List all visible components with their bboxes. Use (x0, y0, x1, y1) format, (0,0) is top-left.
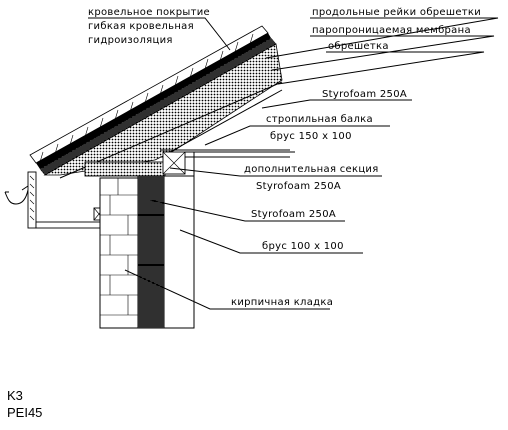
label-extra-section: дополнительная секция (244, 164, 379, 175)
label-rafter-size: брус 150 х 100 (270, 131, 352, 142)
label-membrane-line2: гидроизоляция (88, 35, 173, 46)
gutter (4, 171, 105, 229)
leader-lines (88, 17, 499, 310)
membrane-layer (36, 33, 271, 169)
label-rafter: стропильная балка (266, 114, 373, 125)
label-beam-size: брус 100 х 100 (262, 241, 344, 252)
roof-tiles (39, 33, 254, 163)
label-styrofoam-mid: Styrofoam 250A (256, 181, 341, 192)
styrofoam-joints (138, 214, 164, 266)
label-battens: продольные рейки обрешетки (312, 7, 481, 18)
styrofoam-wall-layer (137, 175, 165, 329)
label-styrofoam-low: Styrofoam 250A (251, 209, 336, 220)
label-styrofoam-roof: Styrofoam 250A (322, 89, 407, 100)
label-brickwork: кирпичная кладка (231, 297, 333, 308)
label-membrane-line1: гибкая кровельная (88, 21, 194, 32)
code-k3: K3 (7, 388, 23, 403)
wall (99, 152, 195, 329)
extra-section (84, 151, 295, 177)
gutter-icon (4, 189, 29, 205)
timber-beam-100x100 (163, 175, 195, 329)
label-roof-covering: кровельное покрытие (88, 7, 210, 18)
labels: кровельное покрытие гибкая кровельная ги… (88, 7, 481, 308)
brick-courses (100, 178, 138, 316)
fire-rating-codes: K3 PEI45 (7, 388, 42, 420)
label-vapor-membrane: паропроницаемая мембрана (312, 25, 471, 36)
roof-layers (29, 25, 290, 179)
code-pei45: PEI45 (7, 405, 42, 420)
brickwork-wall (99, 177, 139, 329)
label-sheathing: обрешетка (328, 41, 389, 52)
